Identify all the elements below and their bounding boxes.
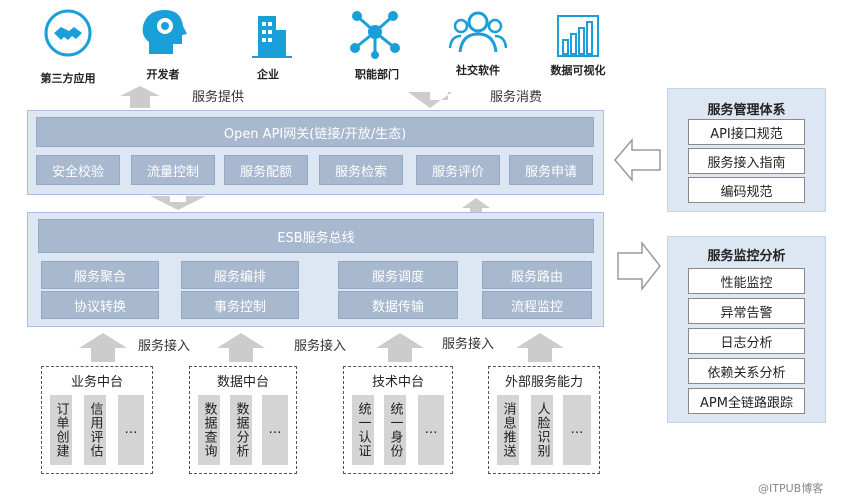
monitoring-item-apm: APM全链路跟踪 (688, 388, 805, 414)
icon-label-functional-dept: 职能部门 (355, 68, 399, 81)
monitoring-item-dependency: 依赖关系分析 (688, 358, 805, 384)
access-label-1: 服务接入 (138, 339, 191, 354)
esb-item-route: 服务路由 (482, 261, 592, 289)
icon-label-third-party: 第三方应用 (40, 72, 96, 85)
platform-col: 订单创建 (50, 395, 72, 465)
monitoring-item-performance: 性能监控 (688, 268, 805, 294)
monitoring-item-alert: 异常告警 (688, 298, 805, 324)
esb-title: ESB服务总线 (38, 219, 594, 253)
up-arrow-provide (120, 86, 160, 108)
left-arrow-management (614, 137, 661, 183)
bar-chart-icon (548, 10, 608, 60)
watermark: @ITPUB博客 (758, 482, 824, 495)
head-gear-icon (135, 6, 195, 56)
platform-title: 外部服务能力 (504, 375, 583, 390)
platform-col: 统一身份 (384, 395, 406, 465)
icon-label-developer: 开发者 (146, 68, 180, 81)
gateway-panel: Open API网关(链接/开放/生态) 安全校验 流量控制 服务配额 服务检索… (27, 110, 604, 195)
gateway-item-search: 服务检索 (319, 155, 403, 185)
right-arrow-monitoring (617, 240, 661, 292)
up-arrow-esb (462, 198, 490, 212)
access-label-3: 服务接入 (442, 337, 495, 352)
network-icon (345, 8, 405, 59)
people-icon (448, 8, 508, 58)
up-arrow-tech (376, 333, 424, 362)
access-label-2: 服务接入 (294, 339, 347, 354)
up-arrow-data (217, 333, 265, 362)
management-panel: 服务管理体系 API接口规范 服务接入指南 编码规范 (667, 88, 826, 212)
icon-label-social: 社交软件 (456, 64, 500, 77)
esb-item-schedule: 服务调度 (338, 261, 458, 289)
gateway-item-apply: 服务申请 (509, 155, 593, 185)
down-arrow-esb (150, 196, 206, 210)
platform-col: 数据分析 (230, 395, 252, 465)
building-icon (238, 10, 298, 60)
gateway-item-quota: 服务配额 (224, 155, 308, 185)
gateway-item-flow-control: 流量控制 (131, 155, 215, 185)
management-item-coding-spec: 编码规范 (688, 177, 805, 203)
platform-col: … (563, 395, 591, 465)
platform-col: 消息推送 (497, 395, 519, 465)
monitoring-title: 服务监控分析 (707, 249, 786, 264)
icon-label-data-viz: 数据可视化 (550, 64, 606, 77)
gateway-title: Open API网关(链接/开放/生态) (36, 117, 594, 147)
flow-label-consume: 服务消费 (490, 90, 543, 105)
flow-label-provide: 服务提供 (192, 90, 245, 105)
esb-item-orchestrate: 服务编排 (181, 261, 299, 289)
down-arrow-consume (408, 92, 452, 108)
platform-col: 信用评估 (84, 395, 106, 465)
up-arrow-external (516, 333, 564, 362)
platform-business: 业务中台 订单创建 信用评估 … (41, 366, 153, 474)
platform-title: 数据中台 (216, 375, 269, 390)
platform-title: 技术中台 (371, 375, 424, 390)
management-item-api-spec: API接口规范 (688, 119, 805, 145)
esb-item-aggregate: 服务聚合 (41, 261, 159, 289)
platform-col: 统一认证 (352, 395, 374, 465)
management-title: 服务管理体系 (707, 103, 786, 118)
monitoring-item-log: 日志分析 (688, 328, 805, 354)
esb-item-transaction: 事务控制 (181, 291, 299, 319)
up-arrow-business (79, 333, 127, 362)
esb-item-transfer: 数据传输 (338, 291, 458, 319)
gateway-item-security: 安全校验 (36, 155, 120, 185)
esb-panel: ESB服务总线 服务聚合 服务编排 服务调度 服务路由 协议转换 事务控制 数据… (27, 212, 604, 327)
gateway-item-evaluation: 服务评价 (416, 155, 500, 185)
platform-col: 人脸识别 (531, 395, 553, 465)
monitoring-panel: 服务监控分析 性能监控 异常告警 日志分析 依赖关系分析 APM全链路跟踪 (667, 236, 826, 423)
handshake-icon (38, 8, 98, 58)
platform-col: 数据查询 (198, 395, 220, 465)
platform-external: 外部服务能力 消息推送 人脸识别 … (488, 366, 600, 474)
platform-col: … (418, 395, 444, 465)
platform-tech: 技术中台 统一认证 统一身份 … (343, 366, 453, 474)
esb-item-protocol: 协议转换 (41, 291, 159, 319)
platform-col: … (262, 395, 288, 465)
esb-item-process-monitor: 流程监控 (482, 291, 592, 319)
management-item-access-guide: 服务接入指南 (688, 148, 805, 174)
icon-label-enterprise: 企业 (257, 68, 279, 81)
platform-title: 业务中台 (70, 375, 123, 390)
platform-data: 数据中台 数据查询 数据分析 … (189, 366, 297, 474)
platform-col: … (118, 395, 144, 465)
